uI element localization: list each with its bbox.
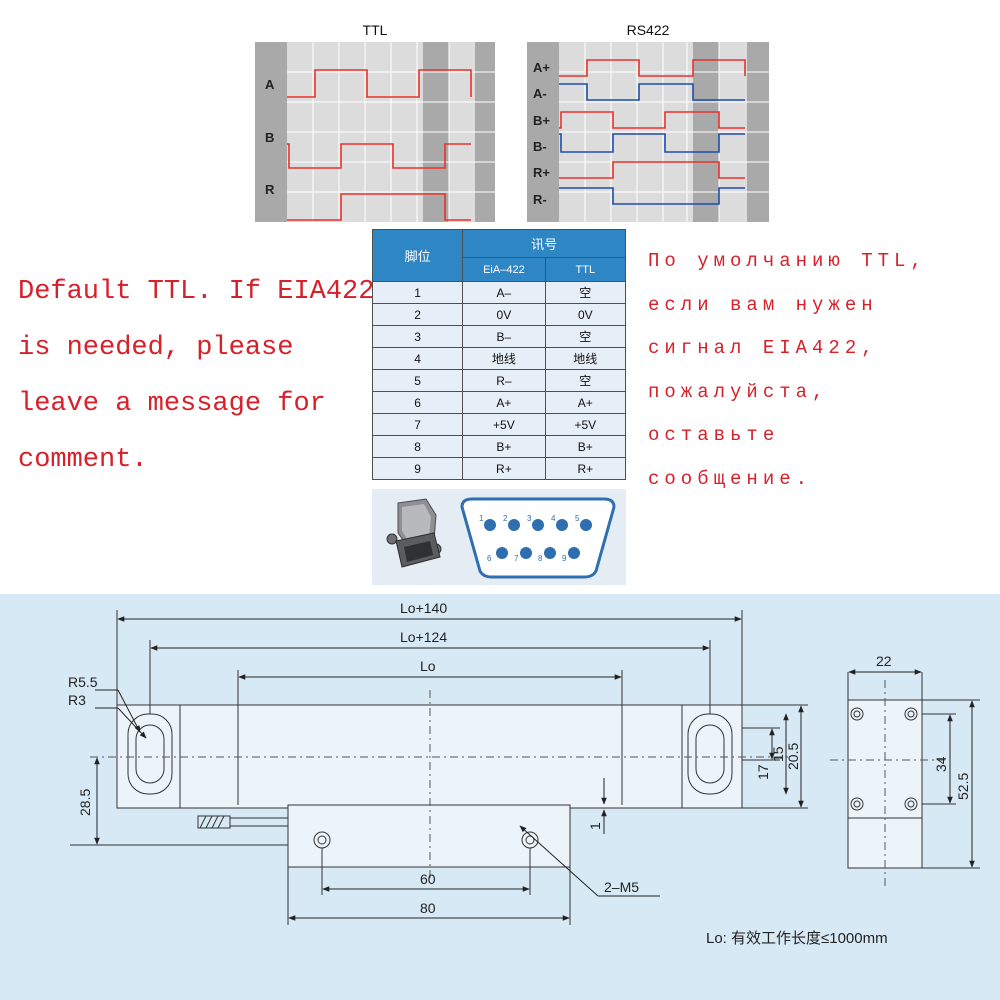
table-row: 7+5V+5V — [371, 413, 627, 436]
rs422-signal-b-minus: B- — [533, 139, 547, 154]
ttl-cell: R+ — [544, 457, 627, 480]
ttl-waveform — [255, 42, 495, 222]
rs422-waveform — [527, 42, 769, 222]
dim-15: 15 — [770, 746, 786, 762]
eia-cell: A– — [462, 281, 546, 304]
dim-r3: R3 — [68, 692, 86, 708]
dimension-drawing: Lo+140 Lo+124 Lo R5.5 R3 28.5 1 17 15 20… — [0, 594, 1000, 1000]
pin-cell: 9 — [371, 457, 464, 480]
pin-cell: 5 — [371, 369, 464, 392]
pin-cell: 1 — [371, 281, 464, 304]
pin-label-2: 2 — [503, 514, 508, 523]
dim-28-5: 28.5 — [77, 789, 93, 816]
rs422-title: RS422 — [626, 22, 670, 38]
pin-label-9: 9 — [562, 554, 567, 563]
rs422-panel: RS422 A+ A- B+ B- R+ R- — [527, 20, 769, 222]
dim-17: 17 — [755, 764, 771, 780]
pin-cell: 3 — [371, 325, 464, 348]
ttl-signal-r: R — [265, 182, 275, 197]
pin-label-7: 7 — [514, 554, 519, 563]
pin-label-4: 4 — [551, 514, 556, 523]
dim-52-5: 52.5 — [955, 773, 971, 800]
pin-label-3: 3 — [527, 514, 532, 523]
ttl-signal-a: A — [265, 77, 275, 92]
pin-label-5: 5 — [575, 514, 580, 523]
dim-lo-plus-124: Lo+124 — [400, 629, 447, 645]
eia-cell: R+ — [462, 457, 546, 480]
ttl-signal-b: B — [265, 130, 275, 145]
eia-cell: +5V — [462, 413, 546, 436]
ttl-cell: B+ — [544, 435, 627, 458]
db9-plug-icon — [386, 498, 442, 568]
dim-80: 80 — [420, 900, 436, 916]
rs422-signal-b-plus: B+ — [533, 113, 550, 128]
pin-label-1: 1 — [479, 514, 484, 523]
dim-2-m5: 2–M5 — [604, 879, 639, 895]
pin-cell: 8 — [371, 435, 464, 458]
dim-20-5: 20.5 — [785, 743, 801, 770]
pin-cell: 7 — [371, 413, 464, 436]
dim-34: 34 — [933, 756, 949, 772]
ttl-cell: 0V — [544, 303, 627, 326]
col-signal-header: 讯号 — [462, 229, 626, 258]
sub-eia-header: EiA–422 — [462, 257, 546, 282]
connector-panel: 1 2 3 4 5 6 7 8 9 — [372, 489, 626, 585]
eia-cell: B+ — [462, 435, 546, 458]
ttl-cell: 空 — [544, 325, 627, 348]
drawing-caption: Lo: 有效工作长度≤1000mm — [706, 930, 888, 947]
ttl-cell: 空 — [544, 369, 627, 392]
pin-cell: 6 — [371, 391, 464, 414]
dimension-drawing-svg: Lo+140 Lo+124 Lo R5.5 R3 28.5 1 17 15 20… — [68, 600, 980, 947]
col-pin-header: 脚位 — [371, 229, 464, 282]
rs422-signal-r-minus: R- — [533, 192, 547, 207]
pin-cell: 2 — [371, 303, 464, 326]
rs422-signal-a-minus: A- — [533, 86, 547, 101]
russian-note: По умолчанию TTL, если вам нужен сигнал … — [648, 250, 927, 490]
eia-cell: A+ — [462, 391, 546, 414]
dim-r5-5: R5.5 — [68, 674, 98, 690]
pin-label-8: 8 — [538, 554, 543, 563]
dim-1: 1 — [587, 822, 603, 830]
ttl-cell: +5V — [544, 413, 627, 436]
dim-lo-plus-140: Lo+140 — [400, 600, 447, 616]
ttl-cell: 空 — [544, 281, 627, 304]
rs422-signal-r-plus: R+ — [533, 165, 550, 180]
rs422-signal-a-plus: A+ — [533, 60, 550, 75]
pin-label-6: 6 — [487, 554, 492, 563]
pin-cell: 4 — [371, 347, 464, 370]
ttl-cell: 地线 — [544, 347, 627, 370]
eia-cell: 0V — [462, 303, 546, 326]
sub-ttl-header: TTL — [544, 257, 627, 282]
ttl-cell: A+ — [544, 391, 627, 414]
eia-cell: 地线 — [462, 347, 546, 370]
dim-lo: Lo — [420, 658, 436, 674]
english-note: Default TTL. If EIA422 is needed, please… — [18, 277, 375, 475]
eia-cell: R– — [462, 369, 546, 392]
db9-pinout-icon — [460, 497, 616, 579]
ttl-title: TTL — [362, 22, 388, 38]
dim-22: 22 — [876, 653, 892, 669]
dim-60: 60 — [420, 871, 436, 887]
eia-cell: B– — [462, 325, 546, 348]
ttl-panel: TTL A B R — [255, 20, 495, 222]
